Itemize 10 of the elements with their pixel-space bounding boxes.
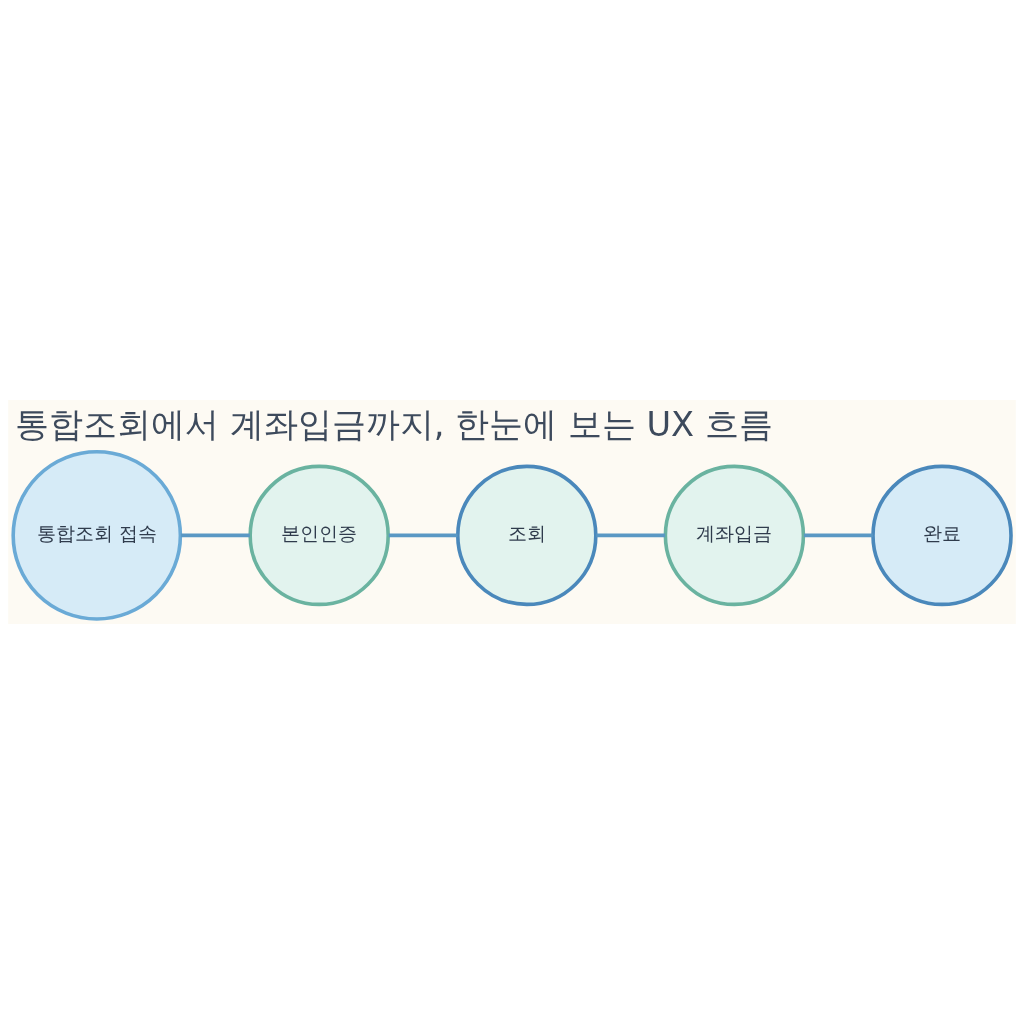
connector	[180, 533, 250, 538]
connector	[803, 533, 873, 538]
node-circle: 계좌입금	[663, 464, 806, 607]
node-circle: 통합조회 접속	[11, 450, 183, 621]
diagram-title: 통합조회에서 계좌입금까지, 한눈에 보는 UX 흐름	[15, 405, 773, 445]
node-circle: 조회	[456, 464, 598, 607]
node-circle: 본인인증	[248, 464, 390, 607]
connector	[388, 533, 458, 538]
node-circle: 완료	[871, 464, 1013, 607]
connector	[596, 533, 666, 538]
